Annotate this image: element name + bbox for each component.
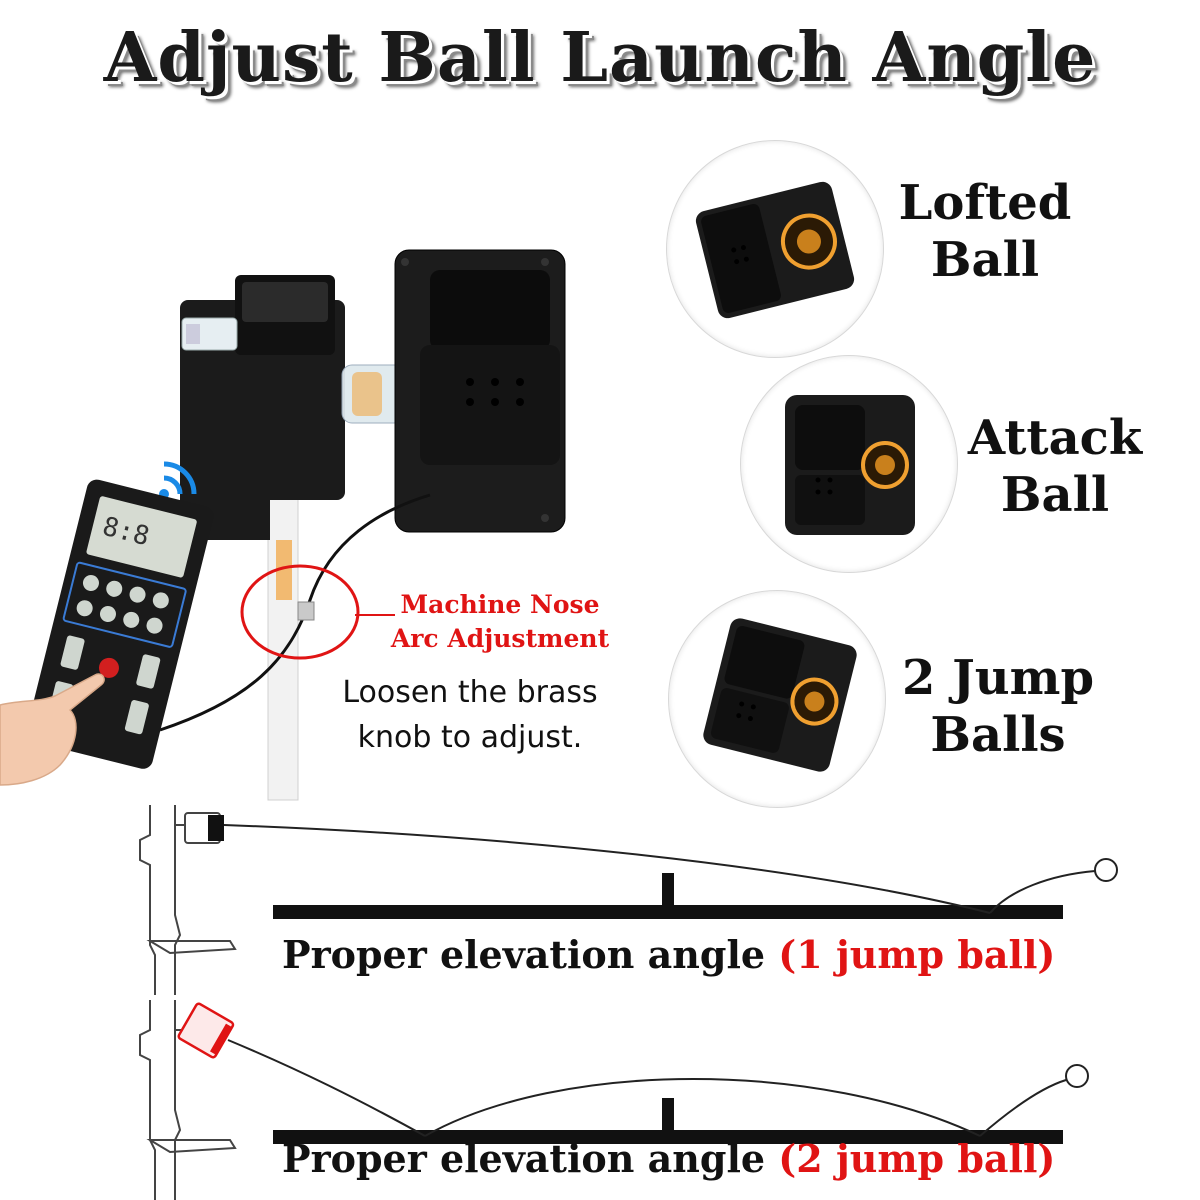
nose-adjustment-callout: Machine Nose Arc Adjustment: [360, 588, 640, 656]
callout-line-1: Machine Nose: [400, 590, 600, 619]
callout-line-2: Arc Adjustment: [390, 623, 610, 653]
mode-label-line-1: Lofted: [898, 175, 1072, 231]
caption-text: Proper elevation angle: [282, 932, 766, 977]
instruction-line-2: knob to adjust.: [357, 720, 583, 755]
launcher-head-jump-icon: [703, 618, 857, 772]
mode-label-jump: 2 Jump Balls: [888, 650, 1108, 763]
caption-highlight: (2 jump ball): [778, 1136, 1056, 1181]
mode-label-line-2: Ball: [930, 231, 1040, 288]
launcher-head-lofted-icon: [695, 181, 855, 319]
launcher-head-attack-icon: [785, 395, 915, 535]
instruction-line-1: Loosen the brass: [342, 675, 598, 710]
hand-pointing-icon: [0, 673, 105, 786]
wireless-signal-icon: [159, 461, 197, 499]
page-title: Adjust Ball Launch Angle: [103, 18, 1097, 98]
mode-label-lofted: Lofted Ball: [880, 175, 1090, 288]
caption-highlight: (1 jump ball): [778, 932, 1056, 977]
diagram-caption-1: Proper elevation angle (1 jump ball): [282, 932, 1055, 977]
trajectory-diagram-2: [139, 1000, 1089, 1200]
mode-label-line-2: Ball: [1000, 466, 1110, 523]
diagram-caption-2: Proper elevation angle (2 jump ball): [282, 1136, 1055, 1181]
mode-label-line-1: Attack: [967, 410, 1143, 466]
mode-label-line-1: 2 Jump: [901, 650, 1095, 706]
trajectory-diagram-1: [139, 805, 1118, 995]
caption-text: Proper elevation angle: [282, 1136, 766, 1181]
adjust-instruction: Loosen the brass knob to adjust.: [300, 670, 640, 760]
mode-label-line-2: Balls: [930, 706, 1066, 763]
mode-label-attack: Attack Ball: [955, 410, 1155, 523]
